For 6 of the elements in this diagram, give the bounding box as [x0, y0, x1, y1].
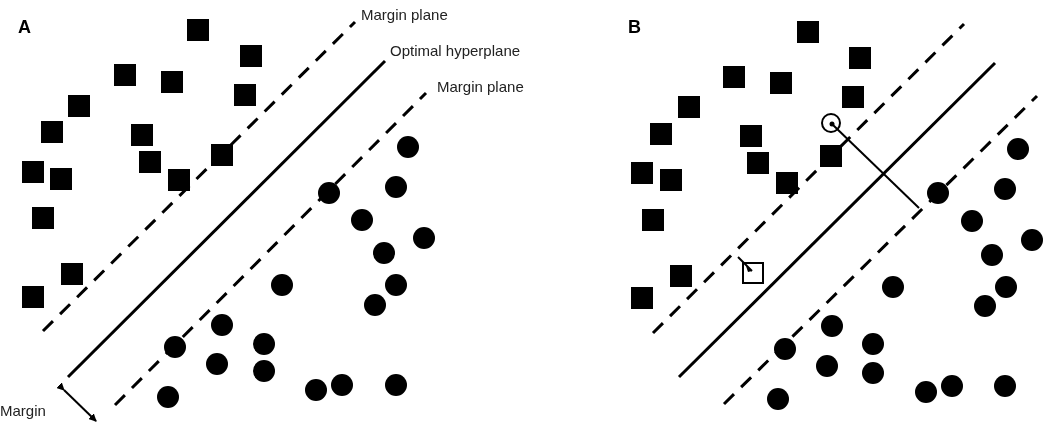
- plane-label: Optimal hyperplane: [390, 42, 521, 61]
- plane-label: Margin: [0, 402, 46, 421]
- plane-label: Margin plane: [437, 78, 524, 97]
- plane-label: Margin plane: [361, 6, 448, 25]
- panel-letter: A: [18, 18, 31, 36]
- panel-letter: B: [628, 18, 641, 36]
